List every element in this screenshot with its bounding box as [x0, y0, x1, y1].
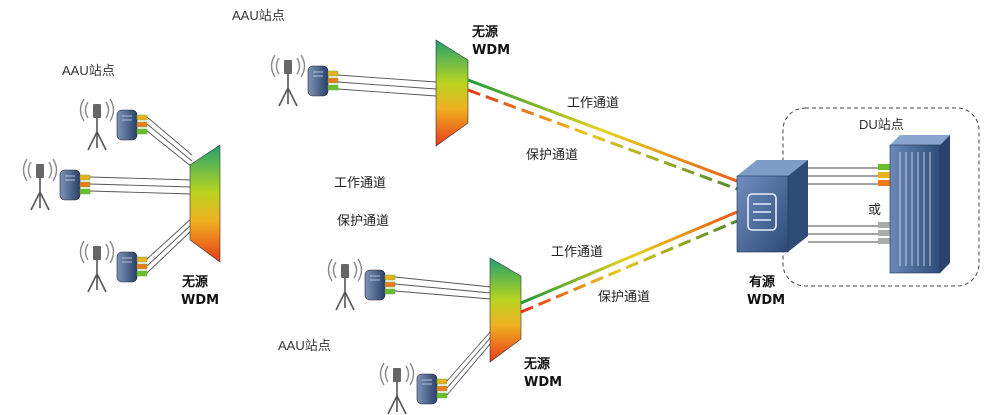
- wdm-top-name: WDM: [472, 43, 510, 58]
- wdm-left-passive-label: 无源: [181, 274, 208, 290]
- wdm-bottom-name: WDM: [524, 375, 562, 390]
- or-label: 或: [868, 203, 881, 218]
- aau-site-left-label: AAU站点: [62, 63, 115, 78]
- sfp-module-icon: [878, 222, 890, 244]
- aau-site-bottom: [327, 258, 492, 415]
- aau-site-bottom-label: AAU站点: [278, 338, 331, 353]
- work-channel-left-label: 工作通道: [334, 176, 386, 191]
- protect-channel-bottom-label: 保护通道: [598, 290, 650, 305]
- aau-site-top-label: AAU站点: [232, 8, 285, 23]
- work-channel-bottom-label: 工作通道: [551, 245, 603, 260]
- du-rack-icon: [889, 135, 950, 274]
- aau-site-top: [270, 54, 437, 107]
- passive-wdm-icon: [435, 39, 469, 147]
- antenna-icon: [22, 158, 91, 211]
- antenna-icon: [270, 54, 339, 107]
- protect-channel-top-label: 保护通道: [526, 148, 578, 163]
- antenna-icon: [79, 240, 148, 293]
- antenna-icon: [379, 362, 448, 415]
- antenna-icon: [79, 98, 148, 151]
- channel-bottom: [520, 210, 738, 314]
- du-site-border: [782, 107, 980, 287]
- passive-wdm-icon: [489, 257, 522, 363]
- du-site-label: DU站点: [859, 117, 904, 132]
- wdm-bottom-passive-label: 无源: [523, 356, 550, 372]
- protect-channel-left-label: 保护通道: [337, 214, 389, 229]
- work-channel-top-label: 工作通道: [567, 96, 619, 111]
- wdm-active-name: WDM: [747, 293, 785, 308]
- antenna-icon: [327, 258, 396, 311]
- channel-top: [467, 78, 738, 191]
- sfp-module-icon: [878, 164, 890, 186]
- aau-site-left: [22, 98, 193, 293]
- wdm-active-label: 有源: [749, 274, 775, 290]
- wdm-left-name: WDM: [181, 293, 219, 308]
- active-wdm-icon: [736, 160, 808, 253]
- wdm-top-passive-label: 无源: [471, 24, 498, 40]
- passive-wdm-icon: [189, 144, 221, 263]
- channel-left: [220, 194, 737, 207]
